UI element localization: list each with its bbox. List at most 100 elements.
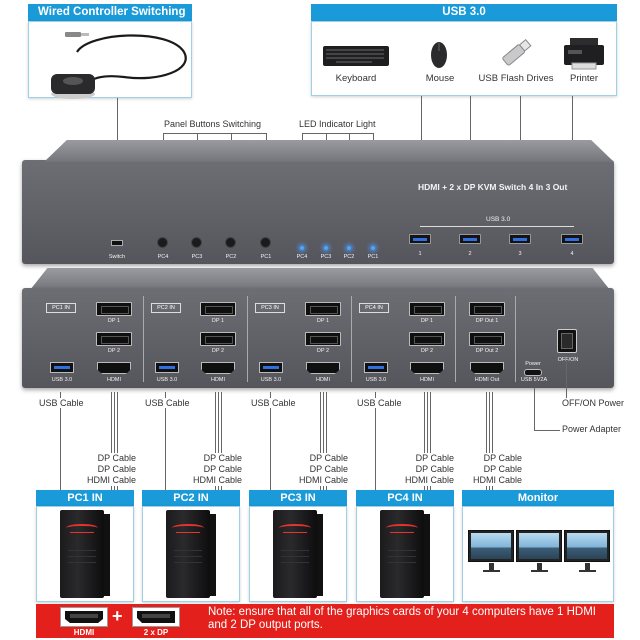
rear-pc4-usb-label: USB 3.0	[361, 377, 391, 383]
button-pc2-label: PC2	[216, 254, 246, 260]
rear-divider-2	[247, 296, 248, 382]
keyboard-label: Keyboard	[316, 73, 396, 84]
rear-dp-out-2[interactable]	[469, 332, 505, 346]
printer-icon	[562, 36, 606, 72]
front-usb-port-1[interactable]	[409, 234, 431, 244]
front-panel-title: HDMI + 2 x DP KVM Switch 4 In 3 Out	[418, 182, 567, 192]
mouse-icon	[429, 40, 449, 70]
led-pc1-label: PC1	[358, 254, 388, 260]
rear-pc1-usb-label: USB 3.0	[47, 377, 77, 383]
rear-pc4-dp1[interactable]	[409, 302, 445, 316]
power-label: Power	[518, 361, 548, 367]
wired-controller-card	[28, 21, 192, 98]
rear-pc2-dp2-label: DP 2	[203, 348, 233, 354]
off-on-label: OFF/ON	[553, 357, 583, 363]
controller-port[interactable]	[111, 240, 123, 246]
pc1-usb-cable-label: USB Cable	[39, 398, 84, 408]
rear-pc3-tag: PC3 IN	[255, 303, 285, 313]
keyboard-icon	[322, 44, 390, 68]
front-usb-port-4[interactable]	[561, 234, 583, 244]
rear-pc3-dp1[interactable]	[305, 302, 341, 316]
front-usb-port-2[interactable]	[459, 234, 481, 244]
pc2-dp-cable-1: DP Cable	[190, 453, 242, 464]
pc1-cable-labels: DP Cable DP Cable HDMI Cable	[84, 453, 136, 486]
rear-pc3-dp2[interactable]	[305, 332, 341, 346]
kvm-front-panel	[22, 160, 614, 264]
rear-divider-1	[143, 296, 144, 382]
rear-pc1-dp1[interactable]	[96, 302, 132, 316]
rear-pc4-dp2[interactable]	[409, 332, 445, 346]
pc2-dp-cable-2: DP Cable	[190, 464, 242, 475]
rear-pc3-dp1-label: DP 1	[308, 318, 338, 324]
pc2-hdmi-cable: HDMI Cable	[190, 475, 242, 486]
led-pc1	[371, 246, 375, 250]
power-adapter-label: Power Adapter	[562, 424, 621, 434]
pc3-usb-cable-label: USB Cable	[251, 398, 296, 408]
rear-pc1-hdmi[interactable]	[97, 362, 131, 374]
power-rocker-switch[interactable]	[557, 329, 577, 353]
front-usb-header: USB 3.0	[486, 216, 510, 223]
rear-pc2-hdmi-label: HDMI	[203, 377, 233, 383]
led-pc4	[300, 246, 304, 250]
off-on-power-label: OFF/ON Power	[562, 398, 624, 408]
rear-pc2-usb[interactable]	[155, 362, 179, 373]
rear-pc2-dp1-label: DP 1	[203, 318, 233, 324]
rear-pc1-dp2[interactable]	[96, 332, 132, 346]
mon-dp-cable-1: DP Cable	[470, 453, 522, 464]
wired-controller-icon	[29, 22, 193, 99]
hdmi-connector-icon	[60, 607, 108, 627]
pc4-dp-cable-2: DP Cable	[402, 464, 454, 475]
pc1-dp-cable-2: DP Cable	[84, 464, 136, 475]
front-usb-3-label: 3	[505, 251, 535, 257]
rear-pc3-hdmi[interactable]	[306, 362, 340, 374]
monitor-1-icon	[468, 530, 514, 562]
rear-pc2-hdmi[interactable]	[201, 362, 235, 374]
button-pc3[interactable]	[191, 237, 202, 248]
pc3-banner: PC3 IN	[249, 490, 347, 506]
rear-dp-out-1[interactable]	[469, 302, 505, 316]
monitor-3-icon	[564, 530, 610, 562]
rear-top-surface	[30, 268, 610, 290]
rear-pc1-dp2-label: DP 2	[99, 348, 129, 354]
mon-dp-cable-2: DP Cable	[470, 464, 522, 475]
pc2-tower-icon	[166, 510, 210, 598]
rear-pc4-dp2-label: DP 2	[412, 348, 442, 354]
rear-pc3-usb[interactable]	[259, 362, 283, 373]
pc3-dp-cable-2: DP Cable	[296, 464, 348, 475]
pc4-tower-icon	[380, 510, 424, 598]
pc4-cable-labels: DP Cable DP Cable HDMI Cable	[402, 453, 454, 486]
mon-hdmi-cable: HDMI Cable	[470, 475, 522, 486]
power-jack[interactable]	[524, 369, 542, 376]
front-usb-2-label: 2	[455, 251, 485, 257]
rear-divider-4	[455, 296, 456, 382]
rear-pc4-hdmi[interactable]	[410, 362, 444, 374]
pc3-cable-labels: DP Cable DP Cable HDMI Cable	[296, 453, 348, 486]
printer-label: Printer	[544, 73, 624, 84]
rear-pc1-tag: PC1 IN	[46, 303, 76, 313]
rear-divider-5	[515, 296, 516, 382]
dp-out-1-label: DP Out 1	[472, 318, 502, 324]
rear-pc2-dp1[interactable]	[200, 302, 236, 316]
pc1-tower-icon	[60, 510, 104, 598]
button-pc2[interactable]	[225, 237, 236, 248]
rear-pc4-usb[interactable]	[364, 362, 388, 373]
adapter-tick	[534, 430, 560, 431]
rear-pc1-usb[interactable]	[50, 362, 74, 373]
pc2-cable-labels: DP Cable DP Cable HDMI Cable	[190, 453, 242, 486]
button-pc1[interactable]	[260, 237, 271, 248]
button-pc4-label: PC4	[148, 254, 178, 260]
pc1-dp-cable-1: DP Cable	[84, 453, 136, 464]
dp-out-2-label: DP Out 2	[472, 348, 502, 354]
front-usb-1-label: 1	[405, 251, 435, 257]
hdmi-connector-label: HDMI	[60, 628, 108, 637]
rear-pc4-tag: PC4 IN	[359, 303, 389, 313]
button-pc4[interactable]	[157, 237, 168, 248]
rear-pc2-dp2[interactable]	[200, 332, 236, 346]
front-usb-port-3[interactable]	[509, 234, 531, 244]
rear-pc2-usb-label: USB 3.0	[152, 377, 182, 383]
pc3-hdmi-cable: HDMI Cable	[296, 475, 348, 486]
pc4-banner: PC4 IN	[356, 490, 454, 506]
rear-hdmi-out[interactable]	[470, 362, 504, 374]
pc1-banner: PC1 IN	[36, 490, 134, 506]
pc4-hdmi-cable: HDMI Cable	[402, 475, 454, 486]
